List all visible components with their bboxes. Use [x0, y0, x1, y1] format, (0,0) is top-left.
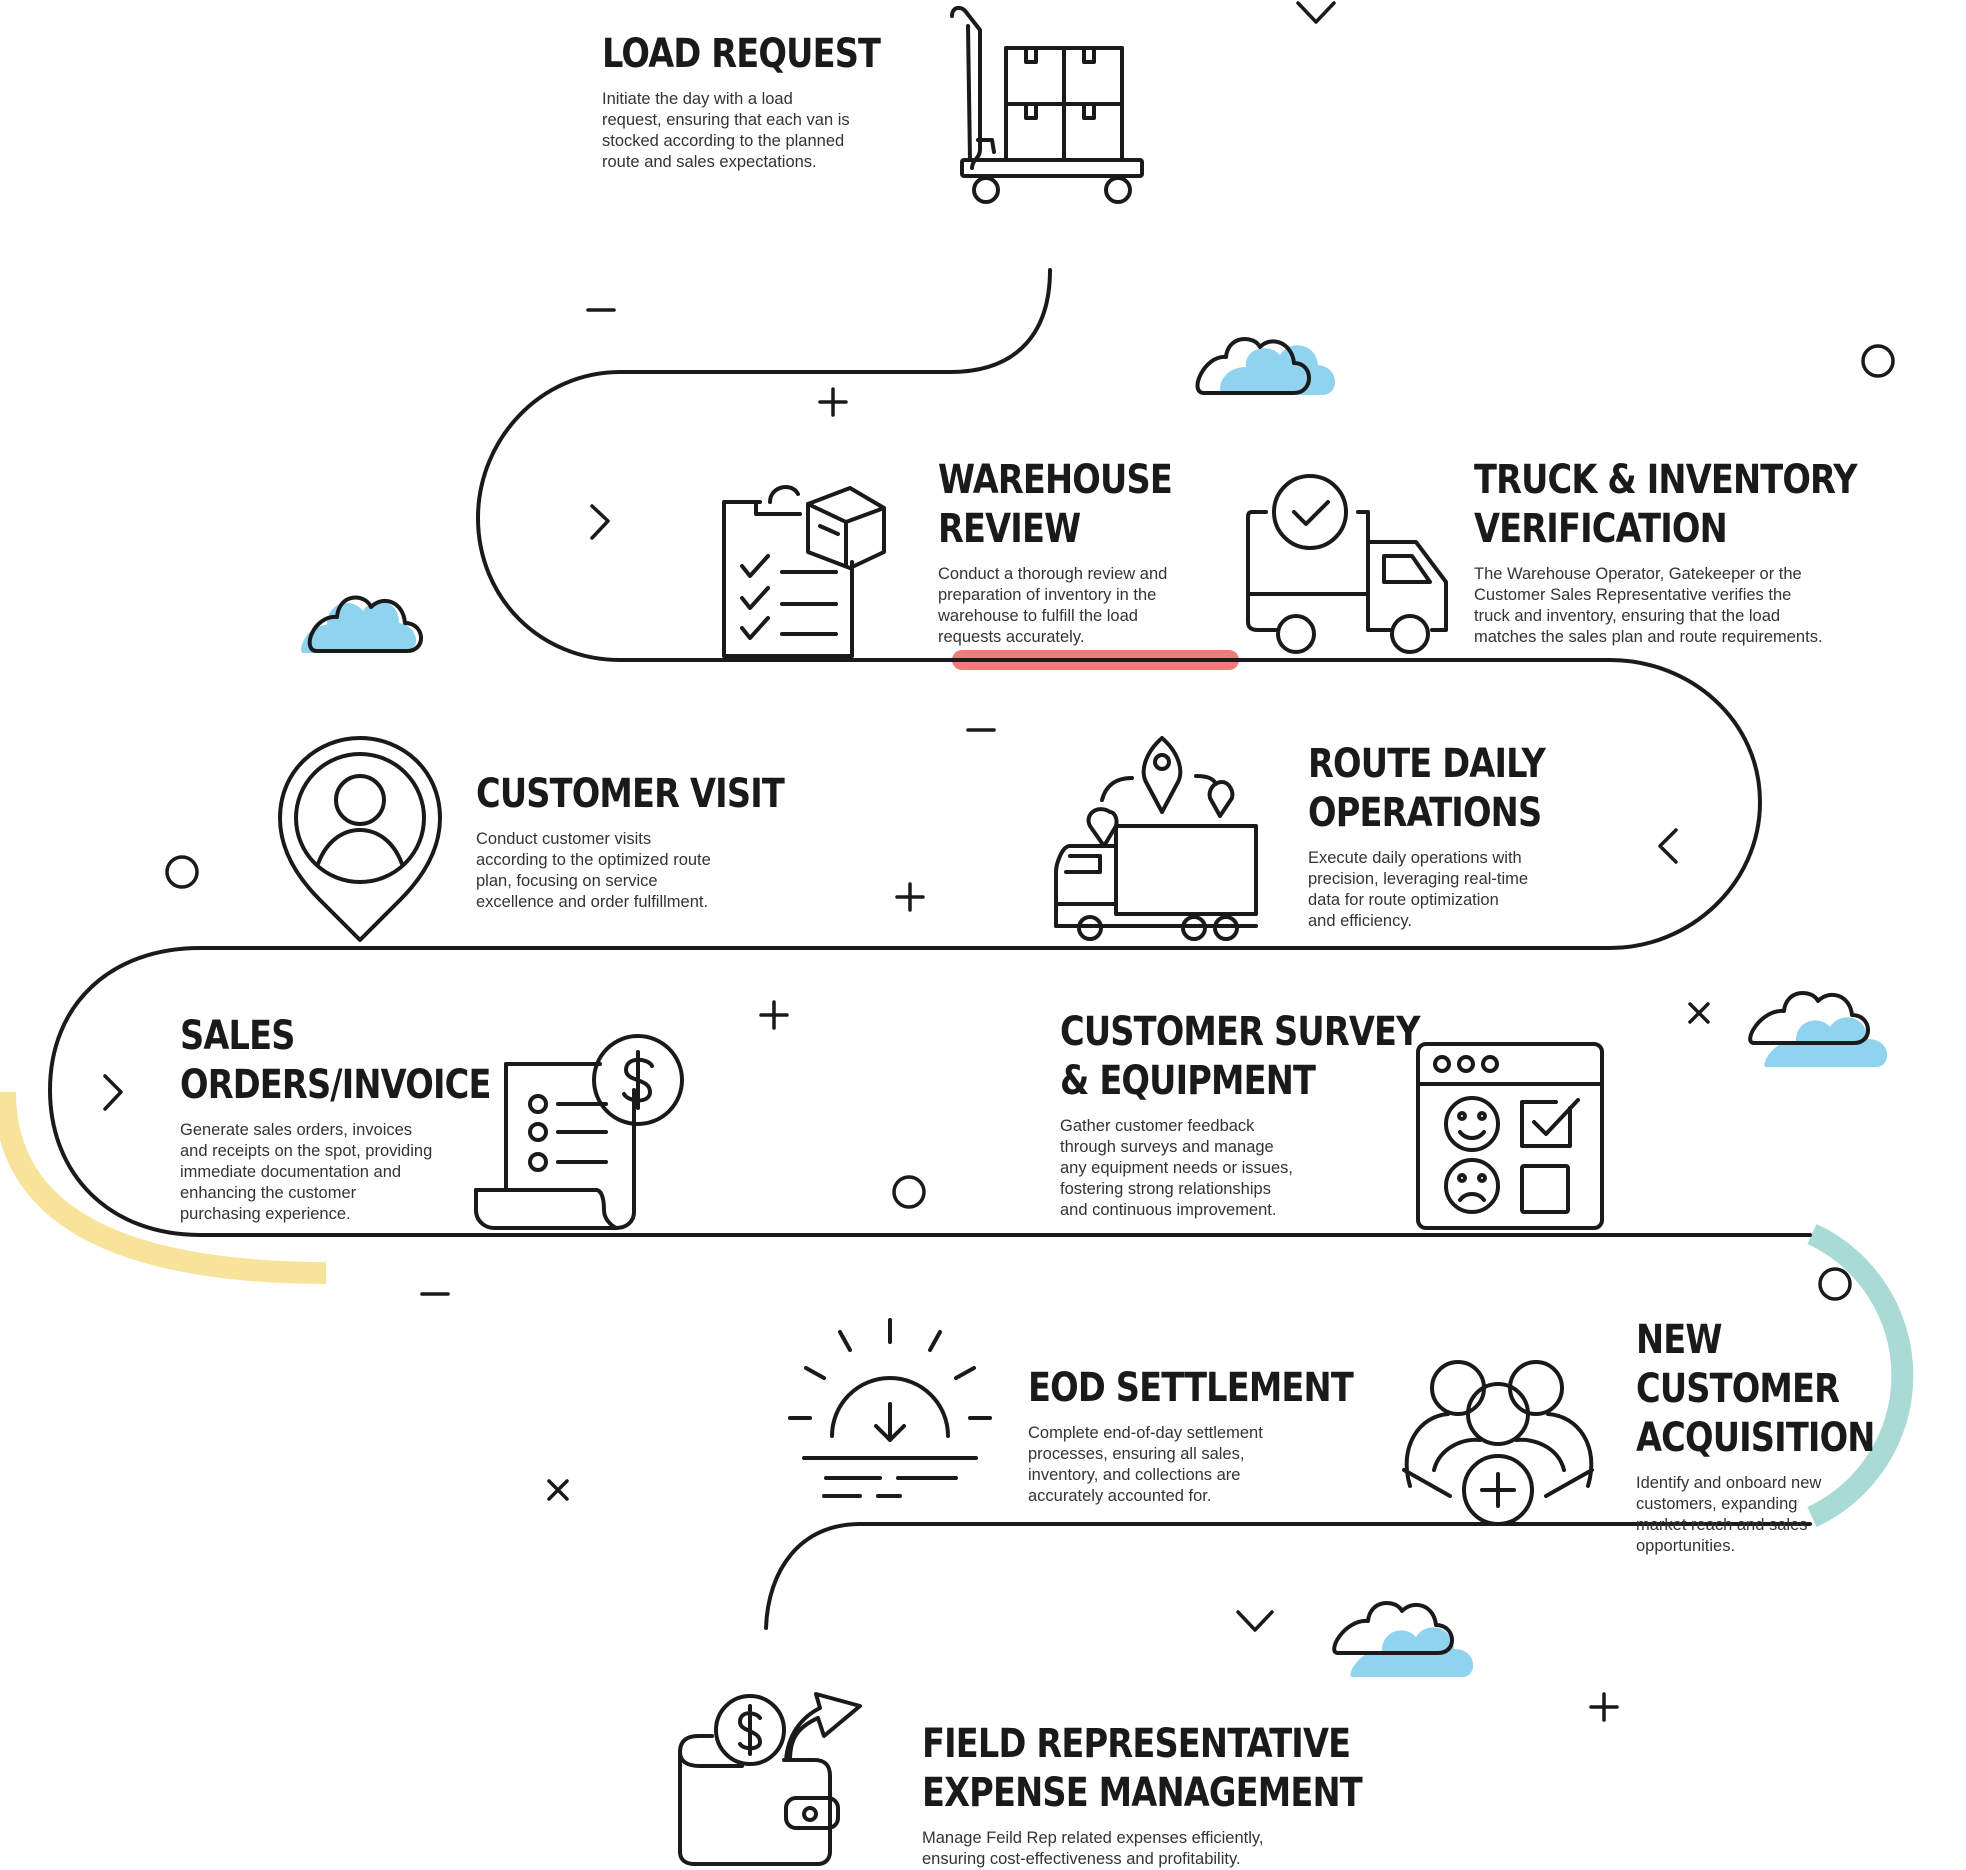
customer-location-pin-icon	[278, 736, 442, 942]
step-description: The Warehouse Operator, Gatekeeper or th…	[1474, 565, 1823, 646]
plus-icon	[818, 387, 848, 417]
truck-check-icon	[1246, 474, 1448, 654]
decorative-marks	[103, 1, 1895, 1722]
circle-icon	[165, 855, 199, 889]
winding-road-path	[48, 268, 1812, 1237]
chevron-right-icon	[103, 1074, 123, 1111]
circle-icon	[892, 1175, 926, 1209]
step-customer-survey-equipment: CUSTOMER SURVEY & EQUIPMENT Gather custo…	[1060, 1008, 1488, 1221]
cloud-icon	[301, 595, 423, 653]
wallet-dollar-icon	[678, 1692, 862, 1866]
step-route-daily-operations: ROUTE DAILY OPERATIONS Execute daily ope…	[1308, 740, 1590, 932]
truck-route-pins-icon	[1054, 736, 1258, 941]
step-sales-orders-invoice: SALES ORDERS/INVOICE Generate sales orde…	[180, 1012, 550, 1225]
chevron-down-icon	[1296, 1, 1336, 24]
step-description: Generate sales orders, invoices and rece…	[180, 1121, 433, 1223]
teal-arc-decoration	[1807, 1224, 1914, 1527]
step-description: Execute daily operations with precision,…	[1308, 849, 1529, 930]
step-title: TRUCK & INVENTORY VERIFICATION	[1474, 457, 1858, 552]
step-warehouse-review: WAREHOUSE REVIEW Conduct a thorough revi…	[938, 456, 1217, 648]
add-customer-group-icon	[1402, 1360, 1594, 1526]
cross-icon	[547, 1479, 569, 1501]
plus-icon	[895, 882, 925, 912]
step-description: Initiate the day with a load request, en…	[602, 90, 850, 171]
step-customer-visit: CUSTOMER VISIT Conduct customer visits a…	[476, 770, 843, 913]
step-title: NEW CUSTOMER ACQUISITION	[1636, 1317, 1875, 1461]
sunset-download-icon	[788, 1318, 992, 1498]
step-truck-inventory-verification: TRUCK & INVENTORY VERIFICATION The Wareh…	[1474, 456, 1930, 648]
step-eod-settlement: EOD SETTLEMENT Complete end-of-day settl…	[1028, 1364, 1415, 1507]
step-load-request: LOAD REQUEST Initiate the day with a loa…	[602, 30, 933, 173]
cloud-icon	[1748, 991, 1888, 1067]
circle-icon	[1818, 1267, 1852, 1301]
chevron-right-icon	[590, 504, 610, 540]
step-title: LOAD REQUEST	[602, 31, 881, 77]
step-description: Manage Feild Rep related expenses effici…	[922, 1829, 1264, 1868]
step-title: FIELD REPRESENTATIVE EXPENSE MANAGEMENT	[922, 1721, 1363, 1816]
step-description: Identify and onboard new customers, expa…	[1636, 1474, 1822, 1555]
step-field-rep-expense-management: FIELD REPRESENTATIVE EXPENSE MANAGEMENT …	[922, 1720, 1446, 1870]
step-description: Gather customer feedback through surveys…	[1060, 1117, 1293, 1219]
step-description: Complete end-of-day settlement processes…	[1028, 1424, 1263, 1505]
step-title: ROUTE DAILY OPERATIONS	[1308, 741, 1546, 836]
step-title: CUSTOMER SURVEY & EQUIPMENT	[1060, 1009, 1420, 1104]
chevron-down-icon	[1236, 1610, 1274, 1632]
yellow-arc-decoration	[0, 1091, 327, 1284]
winding-road-path-lower	[764, 1522, 1812, 1630]
circle-icon	[1861, 344, 1895, 378]
step-title: EOD SETTLEMENT	[1028, 1365, 1354, 1411]
step-description: Conduct customer visits according to the…	[476, 830, 711, 911]
step-title: SALES ORDERS/INVOICE	[180, 1013, 491, 1108]
survey-window-icon	[1416, 1042, 1604, 1230]
step-new-customer-acquisition: NEW CUSTOMER ACQUISITION Identify and on…	[1636, 1316, 1966, 1557]
cloud-icon	[1332, 1601, 1474, 1677]
step-description: Conduct a thorough review and preparatio…	[938, 565, 1168, 646]
clipboard-checklist-box-icon	[722, 485, 886, 658]
step-title: CUSTOMER VISIT	[476, 771, 785, 817]
plus-icon	[759, 1000, 789, 1030]
invoice-dollar-icon	[474, 1034, 684, 1230]
cloud-icon	[1195, 337, 1336, 395]
plus-icon	[1589, 1692, 1619, 1722]
step-title: WAREHOUSE REVIEW	[938, 457, 1173, 552]
hand-truck-boxes-icon	[950, 5, 1144, 204]
chevron-left-icon	[1658, 828, 1678, 864]
cross-icon	[1688, 1002, 1710, 1024]
